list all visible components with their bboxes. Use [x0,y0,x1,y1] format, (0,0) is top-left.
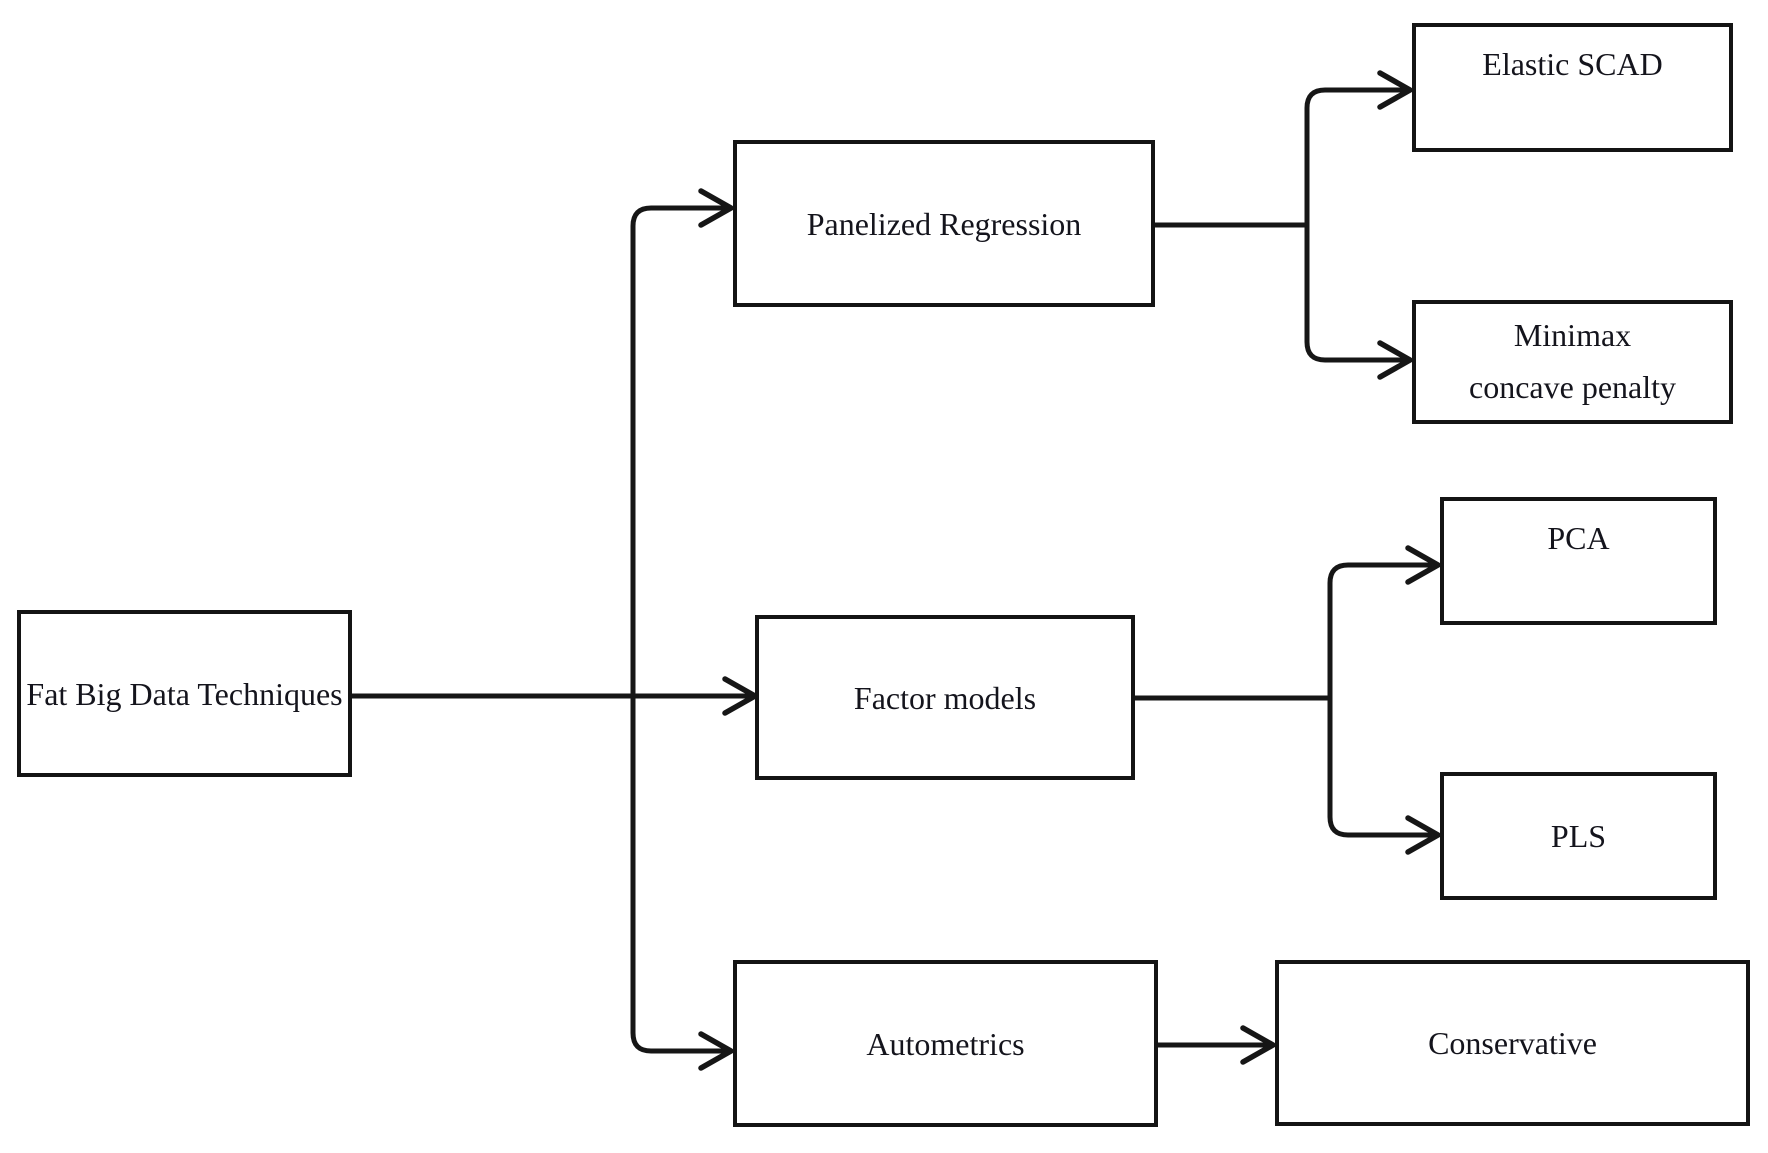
arrowhead-panelized-minimax [1377,340,1413,380]
node-label: Conservative [1428,1025,1597,1061]
node-fat-big-data-techniques: Fat Big Data Techniques [17,610,352,777]
node-label-line1: Minimax [1513,317,1632,354]
node-pls: PLS [1440,772,1717,900]
node-autometrics: Autometrics [733,960,1158,1127]
node-conservative: Conservative [1275,960,1750,1126]
node-minimax-concave-penalty: Minimax concave penalty [1412,300,1733,424]
node-label: Autometrics [866,1025,1025,1062]
arrowhead-factor-pls [1405,815,1441,855]
arrowhead-root-panelized [698,188,734,228]
node-label: PLS [1550,818,1607,854]
node-label: Fat Big Data Techniques [26,675,343,712]
node-label: PCA [1547,520,1610,556]
arrowhead-panelized-elastic [1377,70,1413,110]
node-label-line2: concave penalty [1469,369,1676,405]
node-label: Elastic SCAD [1482,46,1663,82]
node-pca: PCA [1440,497,1717,625]
node-label: Panelized Regression [806,205,1082,242]
arrowhead-autometrics-conservative [1240,1025,1276,1065]
arrowhead-root-autometrics [698,1031,734,1071]
node-label: Factor models [853,679,1037,716]
edge-panelized-fork [1304,87,1405,363]
arrowhead-factor-pca [1405,545,1441,585]
node-factor-models: Factor models [755,615,1135,780]
node-elastic-scad: Elastic SCAD [1412,23,1733,152]
node-panelized-regression: Panelized Regression [733,140,1155,307]
edge-factor-fork [1327,562,1433,838]
edge-root-trunk [630,205,727,1054]
